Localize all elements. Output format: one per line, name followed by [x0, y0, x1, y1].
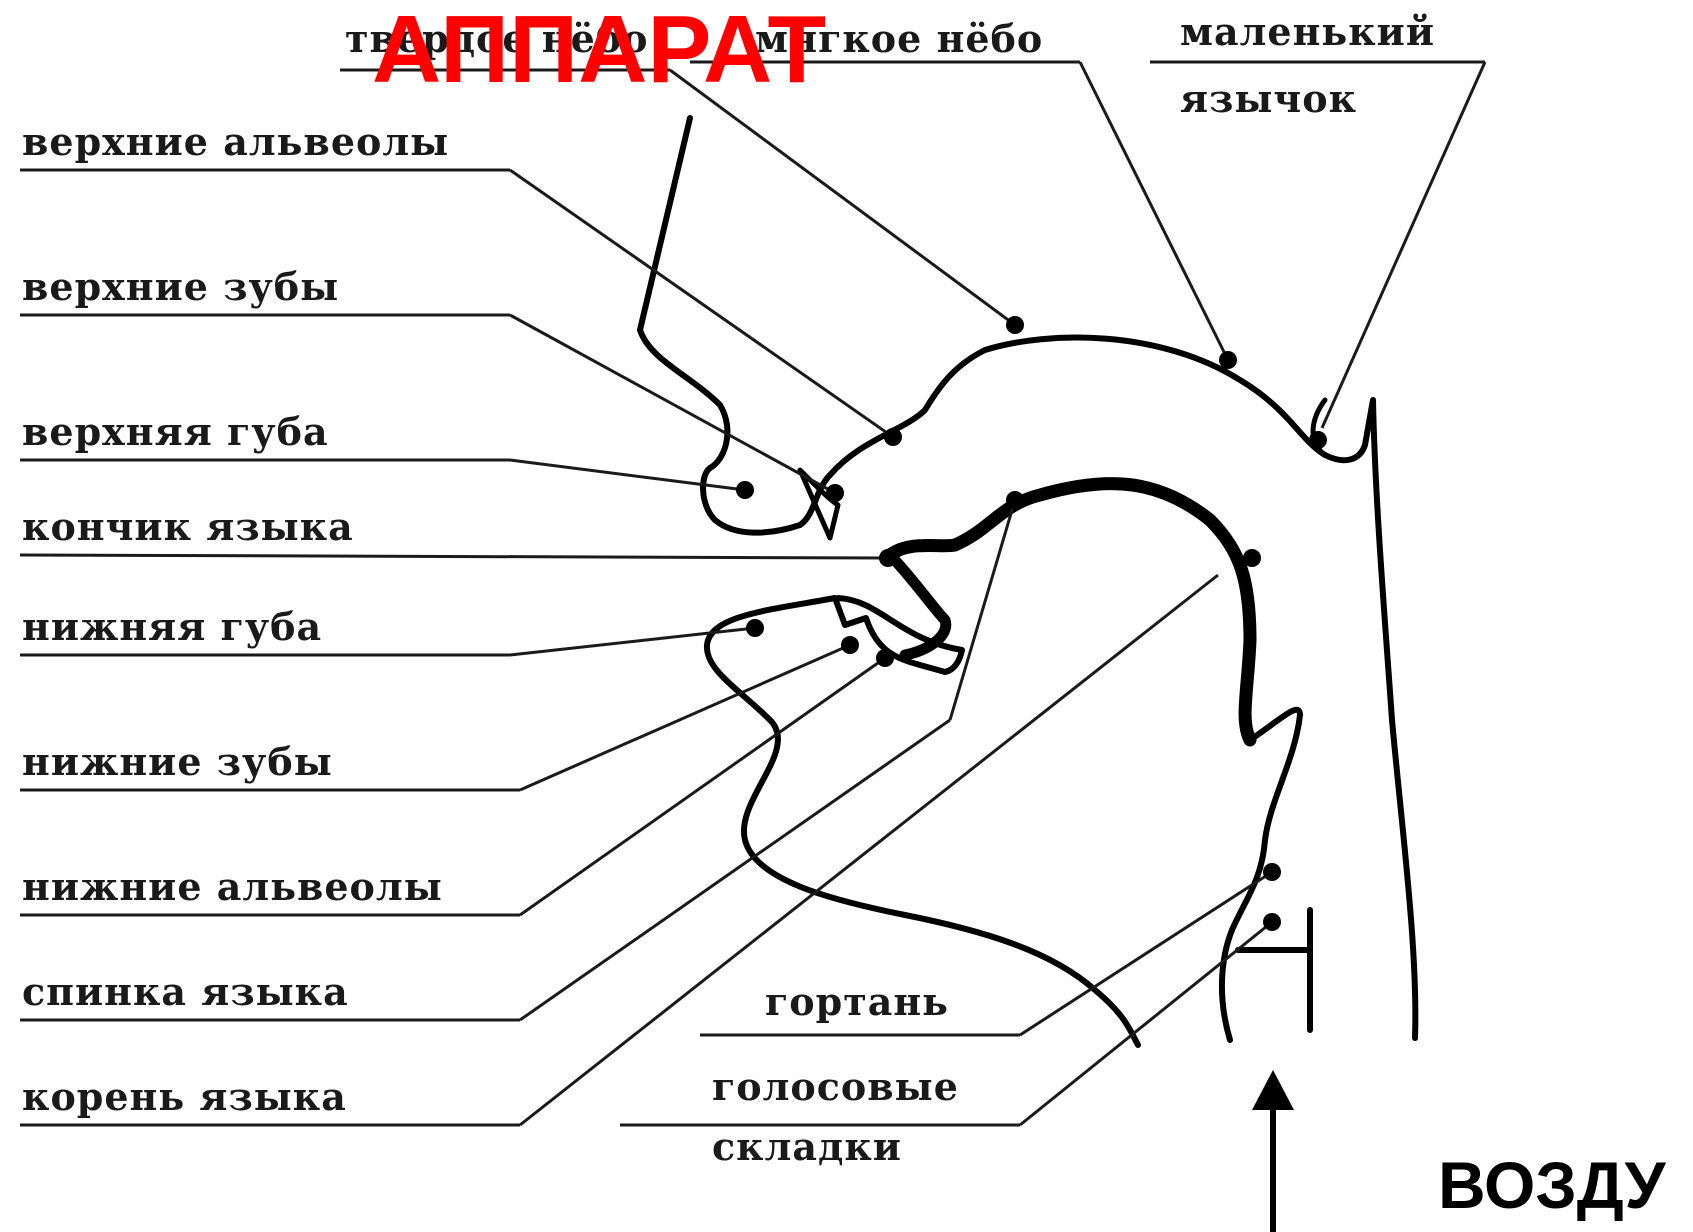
point-markers	[736, 316, 1327, 931]
diagram-title: АППАРАТ	[372, 0, 826, 103]
vocal-tract-outline	[640, 118, 1415, 1045]
label-uvula-line2: язычок	[1180, 76, 1357, 121]
label-larynx: гортань	[765, 979, 949, 1024]
label-lower-lip: нижняя губа	[22, 604, 322, 649]
label-tongue-back: спинка языка	[22, 969, 349, 1014]
label-lower-teeth: нижние зубы	[22, 739, 333, 784]
label-vocal-folds-line1: голосовые	[712, 1064, 959, 1109]
label-uvula-line1: маленький	[1180, 9, 1435, 54]
label-upper-lip: верхняя губа	[22, 409, 329, 454]
label-upper-teeth: верхние зубы	[22, 264, 339, 309]
label-upper-alveoli: верхние альвеолы	[22, 119, 449, 164]
air-flow-arrow	[1252, 1070, 1294, 1232]
air-label: ВОЗДУ	[1438, 1148, 1667, 1222]
label-tongue-root: корень языка	[22, 1074, 347, 1119]
label-lower-alveoli: нижние альвеолы	[22, 864, 443, 909]
label-vocal-folds-line2: складки	[712, 1124, 902, 1169]
label-tongue-tip: кончик языка	[22, 504, 354, 549]
leader-lines	[20, 62, 1485, 1125]
